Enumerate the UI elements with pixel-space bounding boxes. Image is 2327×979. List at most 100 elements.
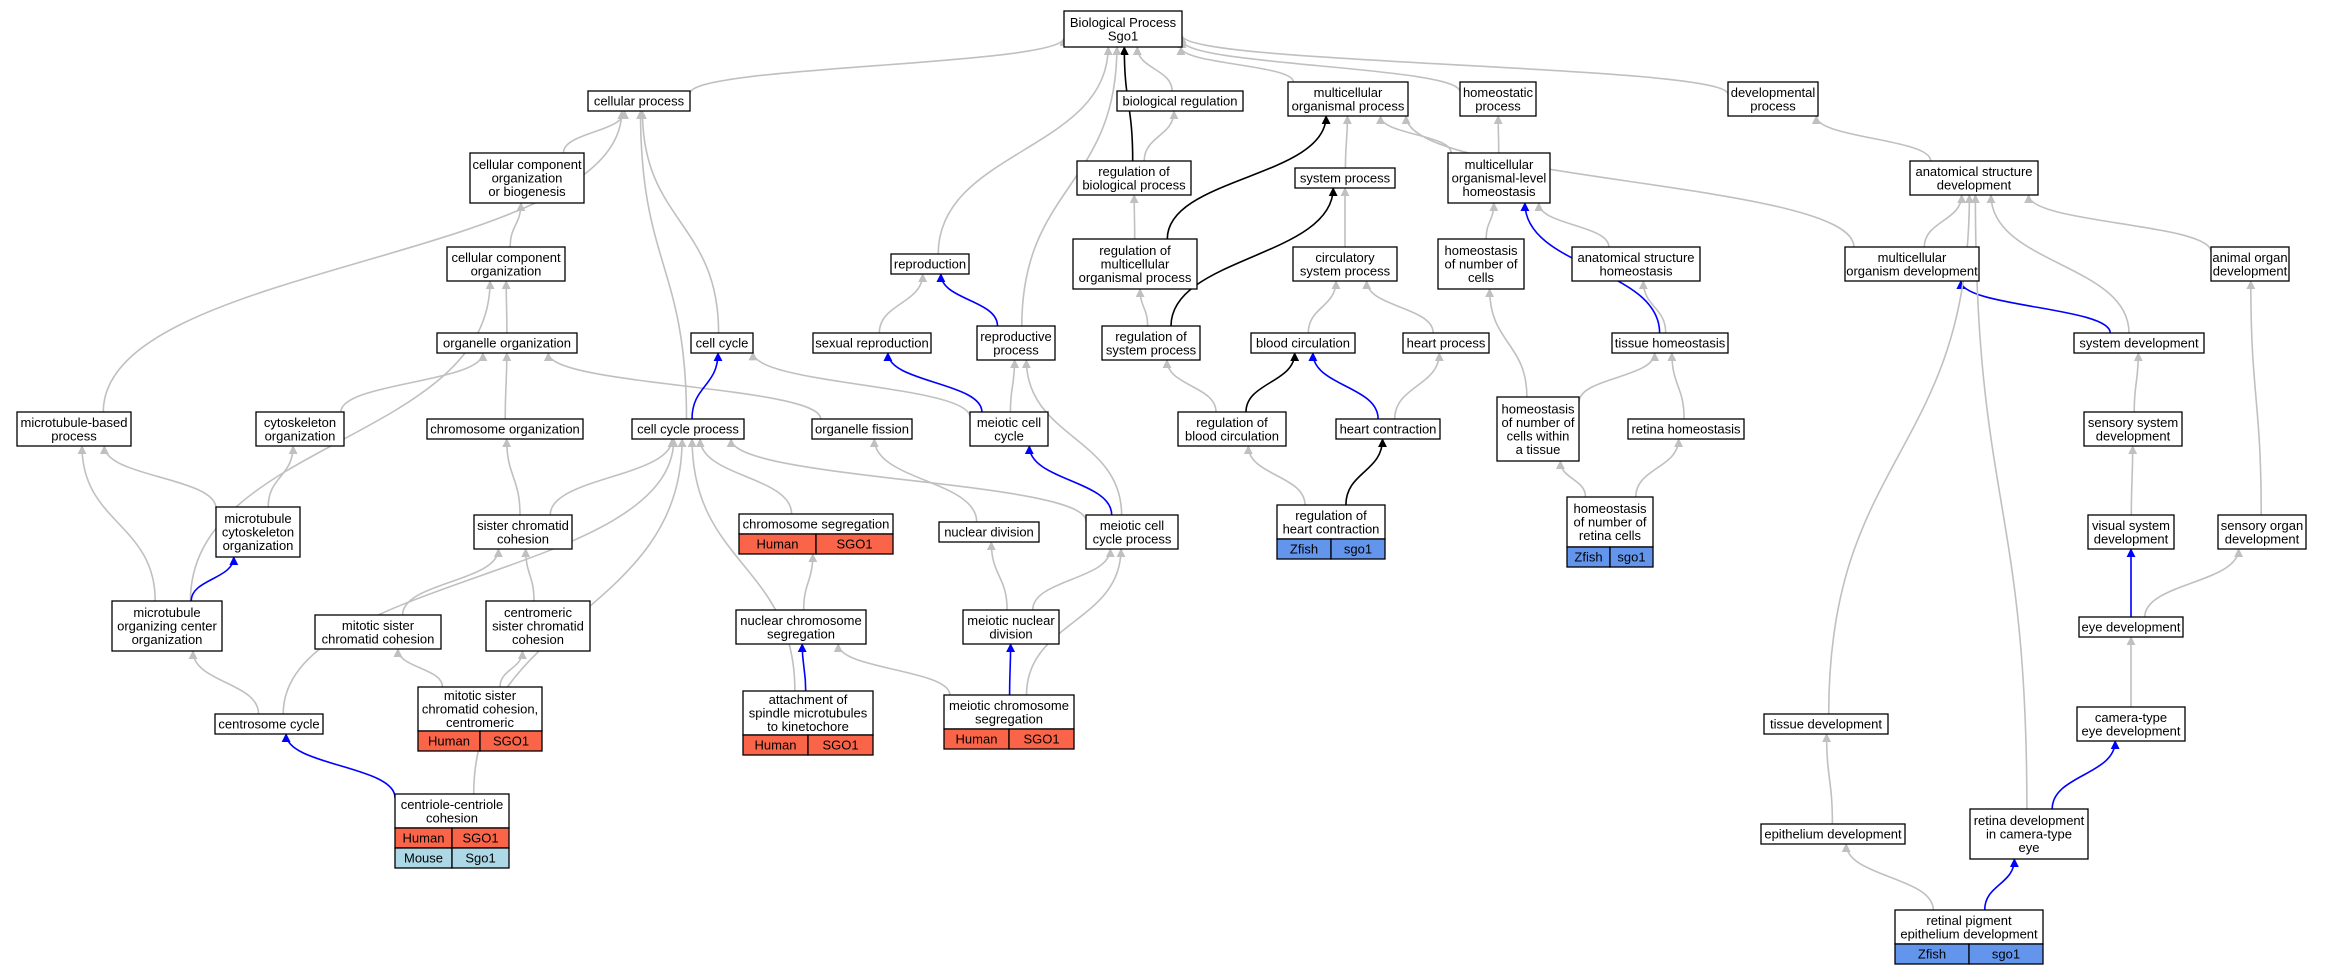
go-term-cellular-process[interactable]: cellular process — [587, 90, 691, 112]
term-label-line: camera-type — [2095, 710, 2167, 725]
term-label-line: of number of — [1574, 515, 1647, 530]
go-term-chrom-org[interactable]: chromosome organization — [426, 418, 584, 440]
term-label-line: homeostasis — [1574, 501, 1647, 516]
is-a-edge — [267, 445, 298, 508]
term-label-line: to kinetochore — [767, 719, 849, 734]
go-term-eye-dev[interactable]: eye development — [2078, 616, 2184, 638]
term-box — [1909, 160, 2039, 196]
go-term-tissue-dev[interactable]: tissue development — [1763, 713, 1889, 735]
term-label-line: blood circulation — [1256, 336, 1350, 351]
go-term-reproduction[interactable]: reproduction — [890, 253, 970, 275]
term-label-line: eye development — [2081, 723, 2180, 738]
term-label-line: regulation of — [1295, 508, 1367, 523]
term-label-line: segregation — [767, 626, 835, 641]
term-label-line: tissue homeostasis — [1615, 336, 1726, 351]
gene-badge — [1330, 538, 1386, 560]
is-a-edge — [691, 352, 723, 420]
term-box — [1076, 160, 1192, 196]
go-term-system-process[interactable]: system process — [1294, 167, 1396, 189]
go-term-cell-cycle[interactable]: cell cycle — [690, 332, 754, 354]
go-term-tissue-homeo[interactable]: tissue homeostasis — [1611, 332, 1729, 354]
term-label-line: reproduction — [894, 257, 966, 272]
term-box — [2083, 411, 2183, 447]
is-a-edge — [986, 541, 1008, 611]
is-a-edge — [748, 351, 971, 418]
go-term-epith-dev[interactable]: epithelium development — [1760, 823, 1906, 845]
go-term-retina-homeo[interactable]: retina homeostasis — [1627, 418, 1745, 440]
go-term-biological-regulation[interactable]: biological regulation — [1116, 90, 1244, 112]
go-term-heart-contraction[interactable]: heart contraction — [1335, 418, 1441, 440]
gene-label: SGO1 — [493, 734, 529, 749]
is-a-edge — [562, 110, 629, 154]
term-label-line: chromatid cohesion — [322, 631, 435, 646]
is-a-edge — [1555, 460, 1587, 498]
term-box — [16, 411, 132, 447]
go-term-centrosome-cycle[interactable]: centrosome cycle — [214, 713, 324, 735]
go-term-cell-cycle-proc[interactable]: cell cycle process — [631, 418, 745, 440]
gene-badge — [479, 730, 543, 752]
is-a-edge — [1534, 202, 1610, 248]
term-box — [890, 253, 970, 275]
go-term-organelle-fission[interactable]: organelle fission — [811, 418, 913, 440]
term-label-line: system process — [1300, 171, 1391, 186]
go-term-nuclear-div[interactable]: nuclear division — [938, 521, 1040, 543]
go-term-organelle-org[interactable]: organelle organization — [436, 332, 578, 354]
term-label-line: of number of — [1502, 415, 1575, 430]
go-term-blood-circ[interactable]: blood circulation — [1250, 332, 1356, 354]
go-term-heart-proc[interactable]: heart process — [1402, 332, 1490, 354]
term-box — [314, 614, 442, 650]
gene-label: SGO1 — [836, 537, 872, 552]
go-term-system-dev[interactable]: system development — [2073, 332, 2205, 354]
term-label-line: nuclear division — [944, 525, 1034, 540]
is-a-edge — [190, 556, 239, 602]
term-box — [1402, 332, 1490, 354]
term-label-line: segregation — [975, 711, 1043, 726]
go-term-sexual-repro[interactable]: sexual reproduction — [812, 332, 932, 354]
is-a-edge — [1827, 194, 1974, 715]
